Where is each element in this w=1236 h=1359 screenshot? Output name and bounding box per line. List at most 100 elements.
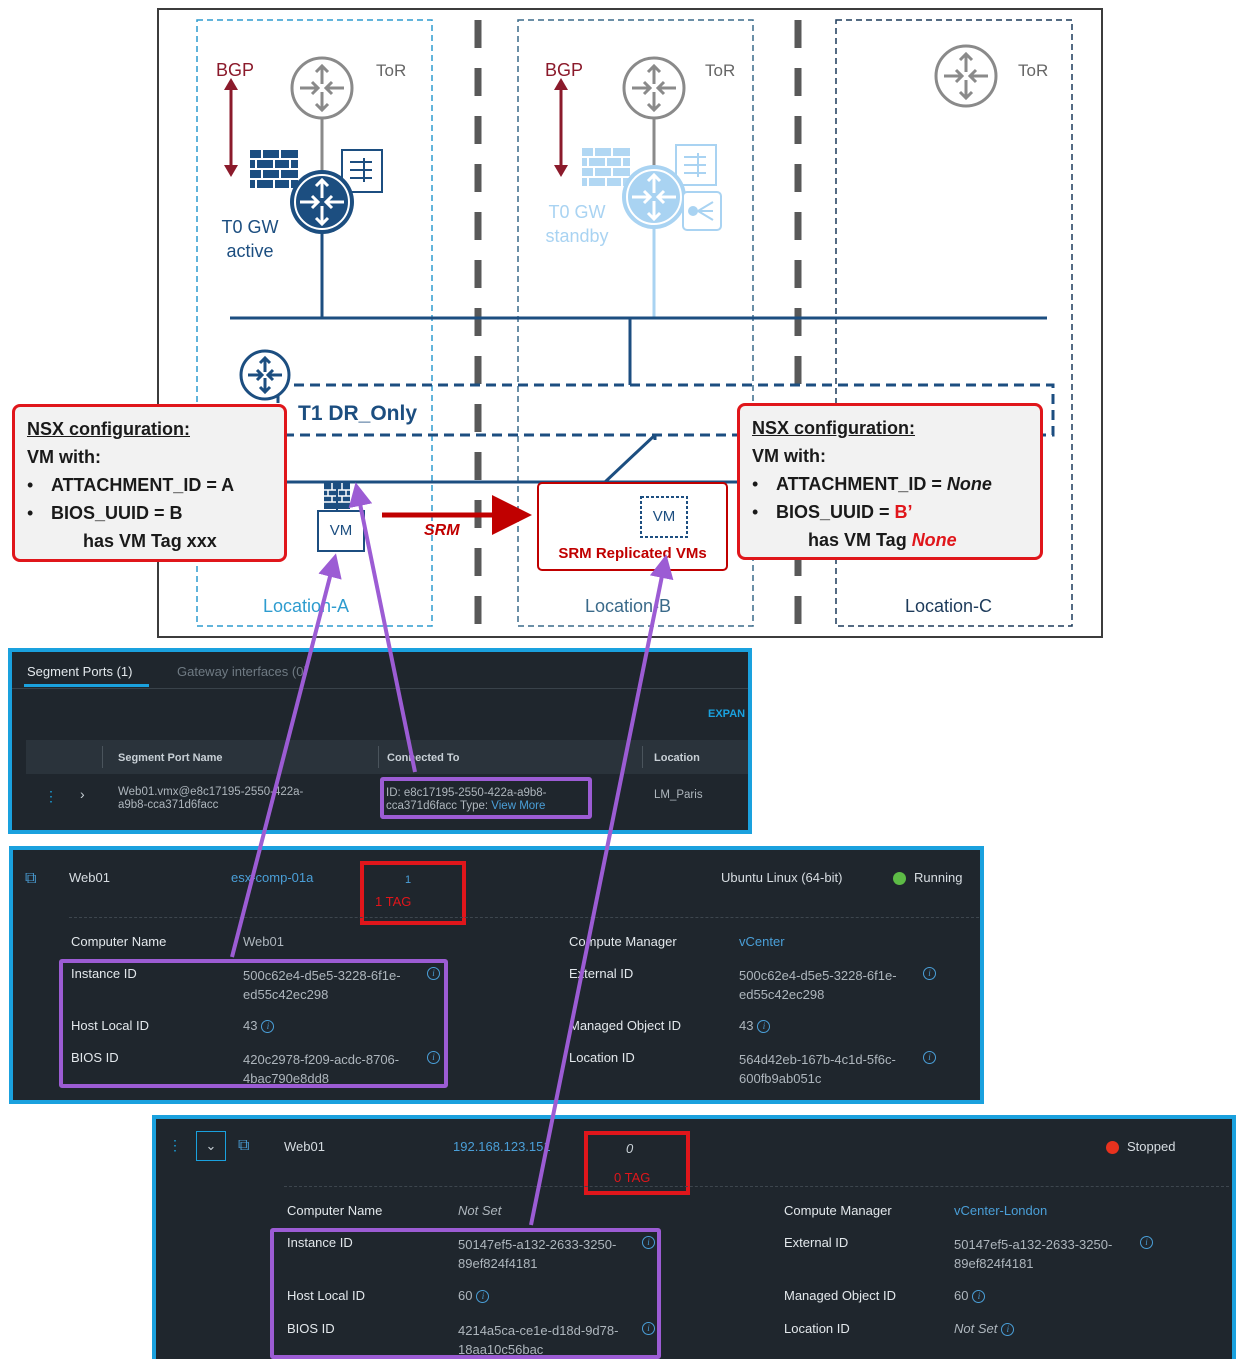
label-bios-id: BIOS ID	[287, 1321, 335, 1336]
info-icon[interactable]: i	[923, 1051, 936, 1064]
vm-status: Stopped	[1106, 1139, 1175, 1155]
row-location: LM_Paris	[654, 789, 703, 801]
nsx-config-left: NSX configuration: VM with: ATTACHMENT_I…	[12, 404, 287, 562]
nsx-right-bios: BIOS_UUID = B’	[752, 498, 1028, 526]
value-compute-manager[interactable]: vCenter	[739, 934, 785, 949]
label-instance-id: Instance ID	[71, 966, 137, 981]
vm-a-label: VM	[329, 522, 353, 539]
collapse-chevron-icon[interactable]: ⌄	[196, 1131, 226, 1161]
label-location-id: Location ID	[569, 1050, 635, 1065]
vm-status-text: Running	[914, 870, 963, 885]
tab-segment-ports[interactable]: Segment Ports (1)	[27, 664, 133, 679]
bgp-label-a: BGP	[216, 60, 255, 80]
instance-id-line2: ed55c42ec298	[243, 987, 329, 1002]
tag-highlight-a	[360, 861, 466, 925]
nsx-right-bios-prefix: BIOS_UUID =	[776, 502, 895, 522]
row-connected-line1: ID: e8c17195-2550-422a-a9b8-	[386, 787, 547, 799]
t0-active-line1: T0 GW	[221, 217, 279, 237]
nsx-right-tag-value: None	[911, 530, 957, 550]
nat-b-icon	[675, 144, 717, 186]
vm-ip-link[interactable]: 192.168.123.151	[453, 1139, 551, 1154]
info-icon[interactable]: i	[923, 967, 936, 980]
value-computer-name: Web01	[243, 934, 284, 949]
nsx-left-title: NSX configuration:	[27, 419, 190, 439]
tor-router-b-icon	[622, 56, 686, 120]
t0-active-label: T0 GW active	[218, 215, 282, 263]
nsx-right-bios-value: B’	[894, 502, 913, 522]
value-location-id: 564d42eb-167b-4c1d-5f6c-600fb9ab051c	[739, 1050, 896, 1088]
managed-object-id-text: 43	[739, 1018, 754, 1033]
info-icon[interactable]: i	[642, 1236, 655, 1249]
col-segment-port-name[interactable]: Segment Port Name	[118, 752, 223, 764]
info-icon[interactable]: i	[476, 1290, 490, 1304]
col-connected-to[interactable]: Connected To	[387, 752, 460, 764]
status-stopped-icon	[1106, 1141, 1119, 1155]
host-local-id-text: 60	[458, 1288, 473, 1303]
nsx-right-tag: has VM Tag None	[752, 526, 1028, 554]
value-external-id: 50147ef5-a132-2633-3250-89ef824f4181	[954, 1235, 1112, 1273]
vm-status: Running	[893, 870, 963, 886]
managed-object-id-text: 60	[954, 1288, 969, 1303]
label-host-local-id: Host Local ID	[287, 1288, 366, 1303]
external-id-line2: ed55c42ec298	[739, 987, 825, 1002]
bios-id-line2: 18aa10c56bac	[458, 1342, 544, 1357]
t0-router-standby-icon	[622, 165, 686, 229]
info-icon[interactable]: i	[642, 1322, 655, 1335]
bgp-label-b: BGP	[545, 60, 584, 80]
info-icon[interactable]: i	[427, 1051, 440, 1064]
col-location[interactable]: Location	[654, 752, 700, 764]
row-menu-icon[interactable]: ⋮	[168, 1137, 182, 1153]
lb-b-icon	[682, 191, 722, 231]
label-computer-name: Computer Name	[71, 934, 167, 949]
value-bios-id: 4214a5ca-ce1e-d18d-9d78- 18aa10c56bac	[458, 1321, 618, 1359]
vm-icon: ⧉	[25, 870, 37, 887]
tor-label-c: ToR	[1018, 61, 1049, 80]
nsx-left-attachment: ATTACHMENT_ID = A	[27, 471, 272, 499]
connected-to-highlight	[380, 777, 592, 819]
tab-gateway-interfaces[interactable]: Gateway interfaces (0)	[177, 664, 308, 679]
tab-active-indicator	[24, 684, 149, 687]
tor-router-a-icon	[290, 56, 354, 120]
label-compute-manager: Compute Manager	[569, 934, 677, 949]
t0-standby-line1: T0 GW	[548, 202, 606, 222]
tor-label-a: ToR	[376, 61, 407, 80]
firewall-b-icon	[582, 148, 630, 186]
tor-router-c-icon	[934, 44, 998, 108]
vm-panel-location-b: ⋮ ⌄ ⧉ Web01 192.168.123.151 0 0 TAG Stop…	[152, 1115, 1236, 1359]
vm-tag-count[interactable]: 1	[405, 874, 412, 886]
vm-name: Web01	[284, 1139, 325, 1154]
info-icon[interactable]: i	[757, 1020, 771, 1034]
bgp-arrow-b-icon	[554, 78, 568, 177]
vm-tag-label: 1 TAG	[375, 894, 412, 909]
label-computer-name: Computer Name	[287, 1203, 383, 1218]
vm-panel-location-a: ⧉ Web01 esx-comp-01a 1 1 TAG Ubuntu Linu…	[9, 846, 984, 1104]
info-icon[interactable]: i	[427, 967, 440, 980]
vm-icon: ⧉	[238, 1137, 250, 1154]
row-menu-icon[interactable]: ⋮	[44, 788, 58, 804]
external-id-line2: 89ef824f4181	[954, 1256, 1034, 1271]
bios-id-line1: 4214a5ca-ce1e-d18d-9d78-	[458, 1323, 619, 1338]
vm-host-link[interactable]: esx-comp-01a	[231, 870, 314, 885]
row-port-name-line1: Web01.vmx@e8c17195-2550-422a-	[118, 786, 304, 798]
t1-label: T1 DR_Only	[298, 402, 418, 425]
info-icon[interactable]: i	[1001, 1323, 1015, 1337]
status-running-icon	[893, 872, 906, 886]
row-port-name-line2: a9b8-cca371d6facc	[118, 799, 219, 811]
expand-link[interactable]: EXPAN	[708, 708, 746, 720]
firewall-a-icon	[250, 150, 298, 188]
nsx-right-attachment: ATTACHMENT_ID = None	[752, 470, 1028, 498]
row-expand-chevron-icon[interactable]: ›	[80, 786, 85, 802]
nsx-left-vmwith: VM with:	[27, 447, 101, 467]
location-a-label: Location-A	[263, 596, 350, 616]
label-compute-manager: Compute Manager	[784, 1203, 892, 1218]
info-icon[interactable]: i	[972, 1290, 986, 1304]
info-icon[interactable]: i	[1140, 1236, 1153, 1249]
value-computer-name: Not Set	[458, 1203, 502, 1218]
value-compute-manager[interactable]: vCenter-London	[954, 1203, 1048, 1218]
info-icon[interactable]: i	[261, 1020, 275, 1034]
external-id-line1: 500c62e4-d5e5-3228-6f1e-	[739, 968, 897, 983]
